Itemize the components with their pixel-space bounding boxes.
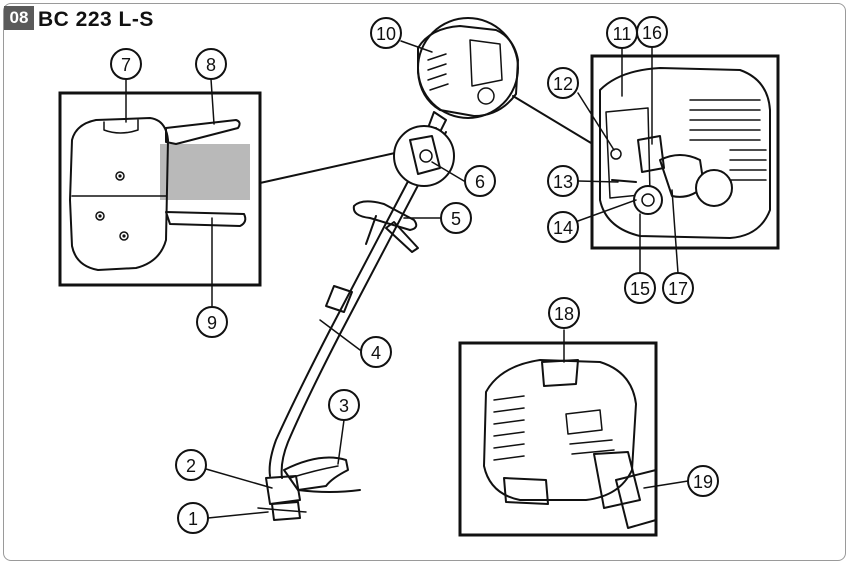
callout-18: 18 [548,297,580,329]
callout-10: 10 [370,17,402,49]
svg-text:12: 12 [553,74,573,94]
svg-text:11: 11 [613,24,632,44]
svg-text:1: 1 [188,509,198,529]
svg-text:10: 10 [376,24,396,44]
callout-1: 1 [177,502,209,534]
page-frame [3,3,846,561]
callout-2: 2 [175,449,207,481]
callout-8: 8 [195,48,227,80]
handle-detail-panel [58,91,262,287]
callout-9: 9 [196,306,228,338]
svg-text:5: 5 [451,209,461,229]
callout-13: 13 [547,165,579,197]
svg-text:2: 2 [186,456,196,476]
callout-6: 6 [464,165,496,197]
svg-text:13: 13 [553,172,573,192]
engine-magnifier [417,17,519,119]
callout-16: 16 [636,16,668,48]
callout-4: 4 [360,336,392,368]
svg-text:16: 16 [642,23,662,43]
svg-text:9: 9 [207,313,217,333]
callout-12: 12 [547,67,579,99]
svg-text:18: 18 [554,304,574,324]
callout-15: 15 [624,272,656,304]
callout-3: 3 [328,389,360,421]
shaft-magnifier [393,125,455,187]
svg-text:17: 17 [668,279,688,299]
callout-17: 17 [662,272,694,304]
svg-text:15: 15 [630,279,650,299]
engine-detail-panel [590,54,780,250]
svg-text:8: 8 [206,55,216,75]
svg-text:14: 14 [553,218,573,238]
callout-5: 5 [440,202,472,234]
svg-text:7: 7 [121,55,131,75]
svg-text:6: 6 [475,172,485,192]
callout-14: 14 [547,211,579,243]
svg-text:19: 19 [693,472,713,492]
callout-7: 7 [110,48,142,80]
svg-text:3: 3 [339,396,349,416]
engine-housing-panel [458,341,658,537]
page-number-badge: 08 [4,6,34,30]
svg-text:4: 4 [371,343,381,363]
callout-19: 19 [687,465,719,497]
leader-lines [125,40,689,519]
model-title: BC 223 L-S [38,8,154,31]
callout-11: 11 [606,17,638,49]
